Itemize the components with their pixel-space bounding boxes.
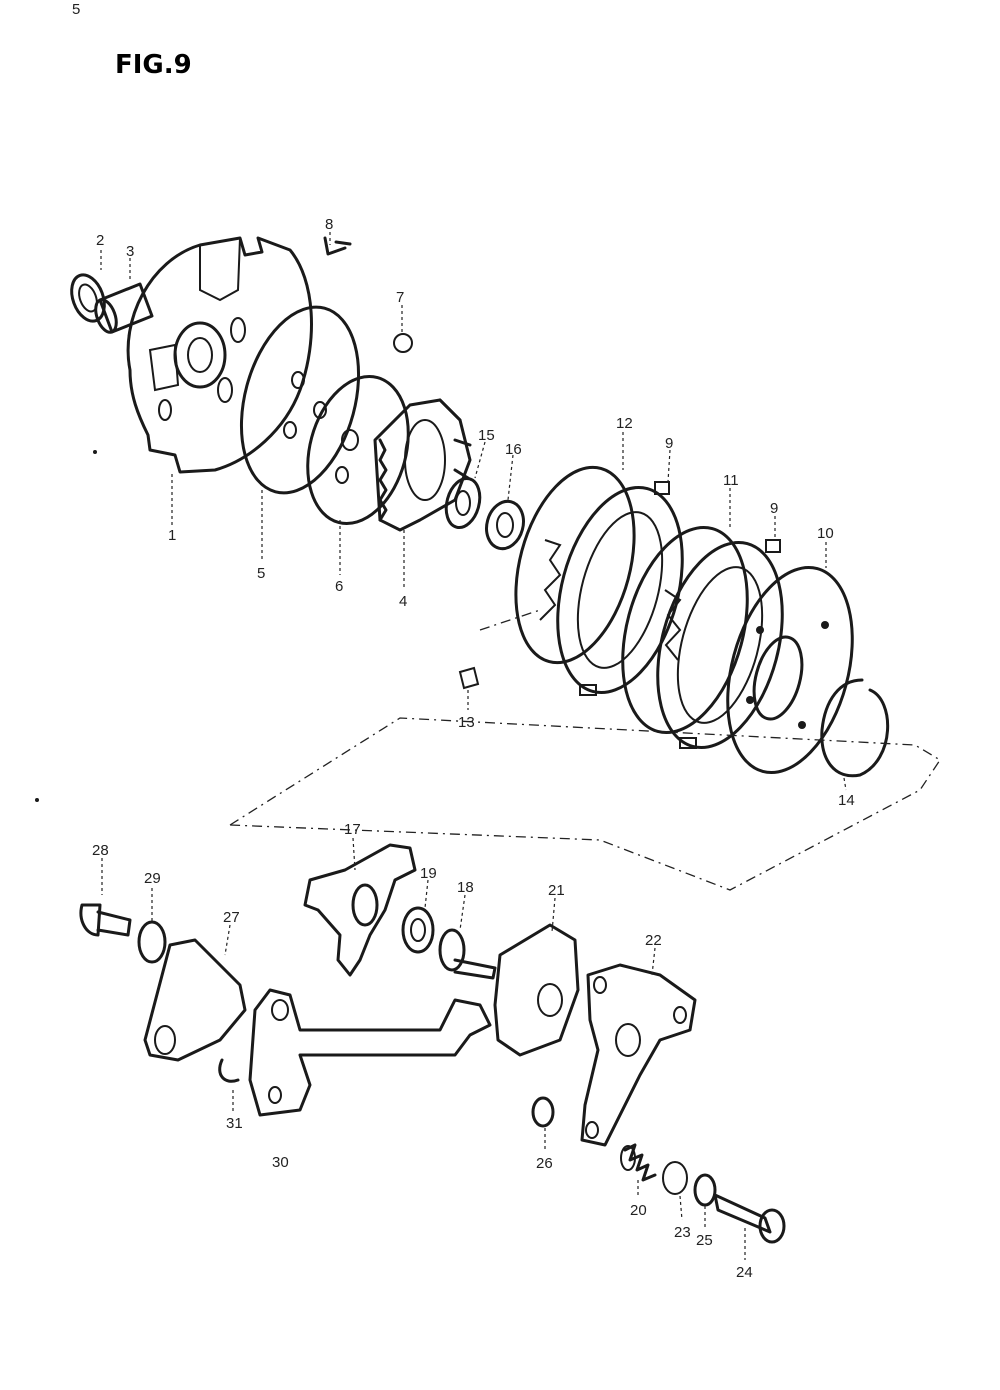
part-28-bolt [79,903,132,937]
part-4-gear [373,398,472,532]
part-16-bearing [485,499,525,551]
callout-12: 12 [616,415,633,432]
callout-26: 26 [536,1155,553,1172]
part-27-link [143,938,247,1062]
figure-title: FIG.9 [115,50,192,80]
part-15-washer [444,476,482,530]
part-10-pressure-plate [726,565,854,775]
part-3-sleeve [94,282,154,334]
group-outline [227,717,941,891]
part-24-bolt [713,1193,786,1244]
callout-22: 22 [645,932,662,949]
leader-lines-lower [101,837,746,1260]
callout-19: 19 [420,865,437,882]
callout-9b: 9 [770,500,778,517]
callout-9a: 9 [665,435,673,452]
part-8-screw [323,236,352,256]
callout-2: 2 [96,232,104,249]
callout-20: 20 [630,1202,647,1219]
callout-29: 29 [144,870,161,887]
callout-7: 7 [396,289,404,306]
part-17-cam [303,843,417,977]
part-1-clutch-housing [126,236,313,474]
callout-24: 24 [736,1264,753,1281]
part-21-cam-block [493,923,580,1057]
part-23-nut [662,1161,688,1195]
callout-14: 14 [838,792,855,809]
part-20-spring [620,1143,657,1182]
callout-16: 16 [505,441,522,458]
callout-30: 30 [272,1154,289,1171]
callout-6: 6 [335,578,343,595]
callout-17: 17 [344,821,361,838]
part-22-bracket [580,963,697,1147]
corner-mark: 5 [72,1,80,18]
callout-28: 28 [92,842,109,859]
callout-10: 10 [817,525,834,542]
callout-25: 25 [696,1232,713,1249]
callout-5: 5 [257,565,265,582]
callout-labels: 1 2 3 4 5 6 7 8 9 9 10 11 12 13 14 15 16… [92,216,855,1281]
part-19-washer [401,906,435,954]
callout-23: 23 [674,1224,691,1241]
callout-27: 27 [223,909,240,926]
part-14-circlip [820,678,890,778]
scan-speck [93,450,97,454]
callout-21: 21 [548,882,565,899]
part-25-washer [693,1173,717,1207]
part-13-pin [458,666,480,690]
part-11-steel-plate [621,525,749,735]
part-29-washer [137,920,167,964]
part-30-lever [248,988,492,1117]
part-2-washer [70,273,106,323]
part-26-nut [531,1096,555,1128]
callout-13: 13 [458,714,475,731]
leader-lines-upper [100,232,847,791]
callout-15: 15 [478,427,495,444]
callout-4: 4 [399,593,407,610]
callout-11: 11 [723,472,739,489]
callout-8: 8 [325,216,333,233]
callout-18: 18 [457,879,474,896]
part-31-clip [218,1058,240,1083]
callout-31: 31 [226,1115,243,1132]
part-9-friction-plate-b [656,539,784,750]
part-18-pin [438,928,497,980]
callout-1: 1 [168,527,176,544]
part-12-steel-plate [514,465,636,665]
scan-speck [35,798,39,802]
part-7-ball [393,333,413,353]
callout-3: 3 [126,243,134,260]
assembly-axis [479,609,541,631]
